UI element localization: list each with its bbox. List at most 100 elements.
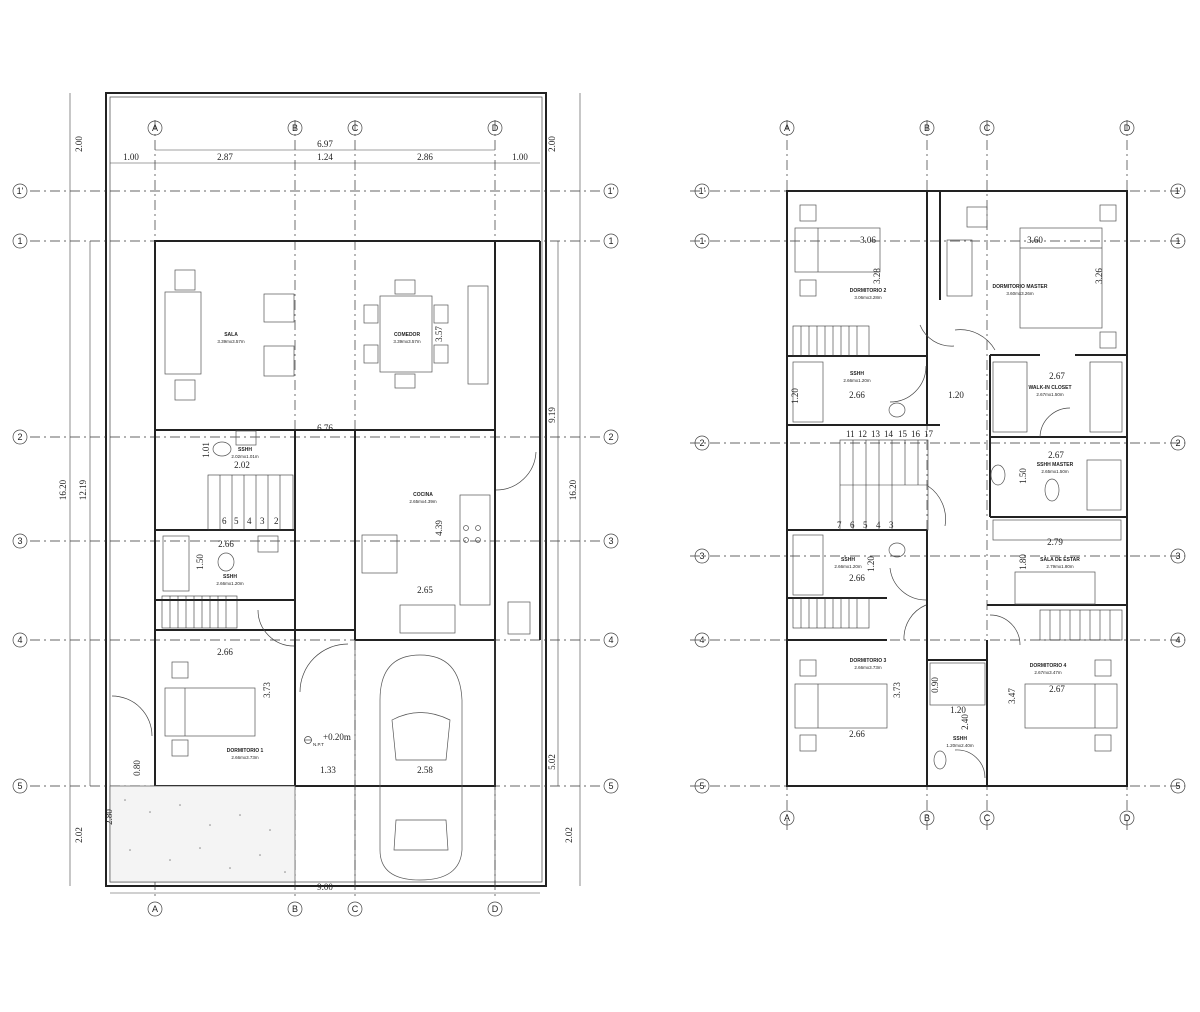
floor2-axis-row-4-right: 4 — [1170, 632, 1186, 648]
f2-dim-17: 0.90 — [930, 677, 940, 693]
f2-dim-14: 2.66 — [849, 573, 865, 583]
floor2-axis-col-c-bottom: C — [979, 810, 995, 826]
f1-dim-right-3: 2.02 — [564, 827, 574, 843]
f1-dim-left-1: 2.00 — [74, 136, 84, 152]
floor1-dimension-lines — [69, 93, 581, 894]
f1-dim-int-2: 2.02 — [234, 460, 250, 470]
car-icon — [379, 654, 463, 881]
svg-text:3: 3 — [260, 516, 265, 526]
f1-dim-int-9: 2.66 — [217, 647, 233, 657]
f1-dim-int-12: 2.58 — [417, 765, 433, 775]
label-comedor-size: 3.39mx3.57m — [393, 339, 421, 344]
floor1-lot-inner — [109, 96, 543, 883]
f1-dim-int-5: 4.39 — [434, 520, 444, 536]
f2-dim-13: 1.20 — [866, 556, 876, 572]
label-comedor: COMEDOR — [394, 332, 421, 338]
f1-dim-right-inner-2: 5.02 — [547, 754, 557, 770]
floor1-stairs: 6 5 4 3 2 — [161, 474, 294, 629]
f2-step-15: 15 — [898, 429, 908, 439]
f2-dim-18: 1.20 — [950, 705, 966, 715]
floor2-axis-row-1p-right: 1' — [1170, 183, 1186, 199]
svg-text:2: 2 — [1175, 438, 1180, 448]
svg-text:4: 4 — [699, 635, 704, 645]
svg-text:2: 2 — [608, 432, 613, 442]
svg-text:1': 1' — [17, 186, 24, 196]
f2-dim-11: 2.79 — [1047, 537, 1063, 547]
label-dormitorio4: DORMITORIO 4 — [1030, 663, 1067, 669]
floor2-axis-row-1p-left: 1' — [694, 183, 710, 199]
floor1-axis-row-3-right: 3 — [603, 533, 619, 549]
f1-dim-right-2: 16.20 — [568, 479, 578, 500]
label-dormitorio4-size: 2.67mx3.47m — [1034, 670, 1062, 675]
f2-step-5: 5 — [863, 520, 868, 530]
svg-text:C: C — [984, 813, 991, 823]
floor2-axis-col-d-top: D — [1119, 120, 1135, 136]
svg-text:A: A — [784, 813, 790, 823]
f1-dim-top-5: 1.00 — [512, 152, 528, 162]
label-sala: SALA — [224, 332, 238, 338]
svg-text:B: B — [924, 813, 930, 823]
floor2-axis-col-d-bottom: D — [1119, 810, 1135, 826]
svg-text:1: 1 — [1175, 236, 1180, 246]
label-cocina: COCINA — [413, 492, 433, 498]
f2-dim-10: 1.50 — [1018, 468, 1028, 484]
f2-step-11: 11 — [846, 429, 855, 439]
f2-dim-9: 2.67 — [1048, 450, 1064, 460]
floor2-plan: A B C D A B C D 1' 1 2 3 4 5 1' 1 2 3 4 … — [690, 120, 1186, 830]
svg-text:C: C — [984, 123, 991, 133]
svg-text:A: A — [152, 123, 158, 133]
svg-text:1': 1' — [608, 186, 615, 196]
label-sshh-2c: SSHH — [953, 736, 967, 742]
floor2-stairs — [792, 325, 1123, 641]
label-sala-estar: SALA DE ESTAR — [1040, 557, 1080, 563]
floor1-axis-row-5-left: 5 — [12, 778, 28, 794]
floor1-bed — [164, 661, 256, 757]
svg-text:B: B — [924, 123, 930, 133]
floor2-axis-col-b-top: B — [919, 120, 935, 136]
label-dormitorio2: DORMITORIO 2 — [850, 288, 887, 294]
f2-dim-4: 3.26 — [1094, 268, 1104, 284]
f2-dim-2: 3.28 — [872, 268, 882, 284]
svg-text:4: 4 — [247, 516, 252, 526]
f2-dim-12: 1.80 — [1018, 554, 1028, 570]
svg-text:3: 3 — [699, 551, 704, 561]
label-sala-size: 3.39mx3.57m — [217, 339, 245, 344]
floor1-garden-hatch — [124, 799, 286, 873]
label-dormitorio3: DORMITORIO 3 — [850, 658, 887, 664]
f1-dim-int-6: 2.66 — [218, 539, 234, 549]
label-dormitorio1: DORMITORIO 1 — [227, 748, 264, 754]
svg-text:4: 4 — [17, 635, 22, 645]
svg-text:C: C — [352, 123, 359, 133]
floor2-axis-row-2-right: 2 — [1170, 435, 1186, 451]
floor1-doors — [111, 451, 537, 737]
label-sshh-1b-size: 2.66mx1.20m — [216, 581, 244, 586]
floor2-axis-col-a-top: A — [779, 120, 795, 136]
svg-text:D: D — [1124, 813, 1131, 823]
floor1-kitchen-fixtures — [361, 494, 491, 634]
floor1-axis-row-1-left: 1 — [12, 233, 28, 249]
floor2-axis-row-1-right: 1 — [1170, 233, 1186, 249]
floor1-bath-fixtures — [162, 430, 531, 635]
f2-step-14: 14 — [884, 429, 894, 439]
floor1-axis-row-1-right: 1 — [603, 233, 619, 249]
f2-dim-15: 3.73 — [892, 682, 902, 698]
floor1-plan: A B C D A B C D 1' 1 2 3 4 5 1' 1 2 3 4 … — [12, 92, 619, 917]
floor2-axis-row-3-left: 3 — [694, 548, 710, 564]
f1-dim-int-7: 1.50 — [195, 554, 205, 570]
level-marker: +0.20m N.P.T — [304, 732, 351, 747]
f1-dim-int-3: 1.01 — [201, 442, 211, 458]
f1-dim-top-3: 1.24 — [317, 152, 333, 162]
svg-text:1: 1 — [17, 236, 22, 246]
f2-step-16: 16 — [911, 429, 921, 439]
svg-text:C: C — [352, 904, 359, 914]
f1-dim-int-8: 2.65 — [417, 585, 433, 595]
f2-dim-3: 3.60 — [1027, 235, 1043, 245]
floor1-axis-row-2-right: 2 — [603, 429, 619, 445]
f2-step-17: 17 — [924, 429, 934, 439]
floor1-axis-col-c-top: C — [347, 120, 363, 136]
f2-dim-1: 3.06 — [860, 235, 876, 245]
svg-text:5: 5 — [608, 781, 613, 791]
f2-step-3: 3 — [889, 520, 894, 530]
floor1-axis-col-b-bottom: B — [287, 901, 303, 917]
